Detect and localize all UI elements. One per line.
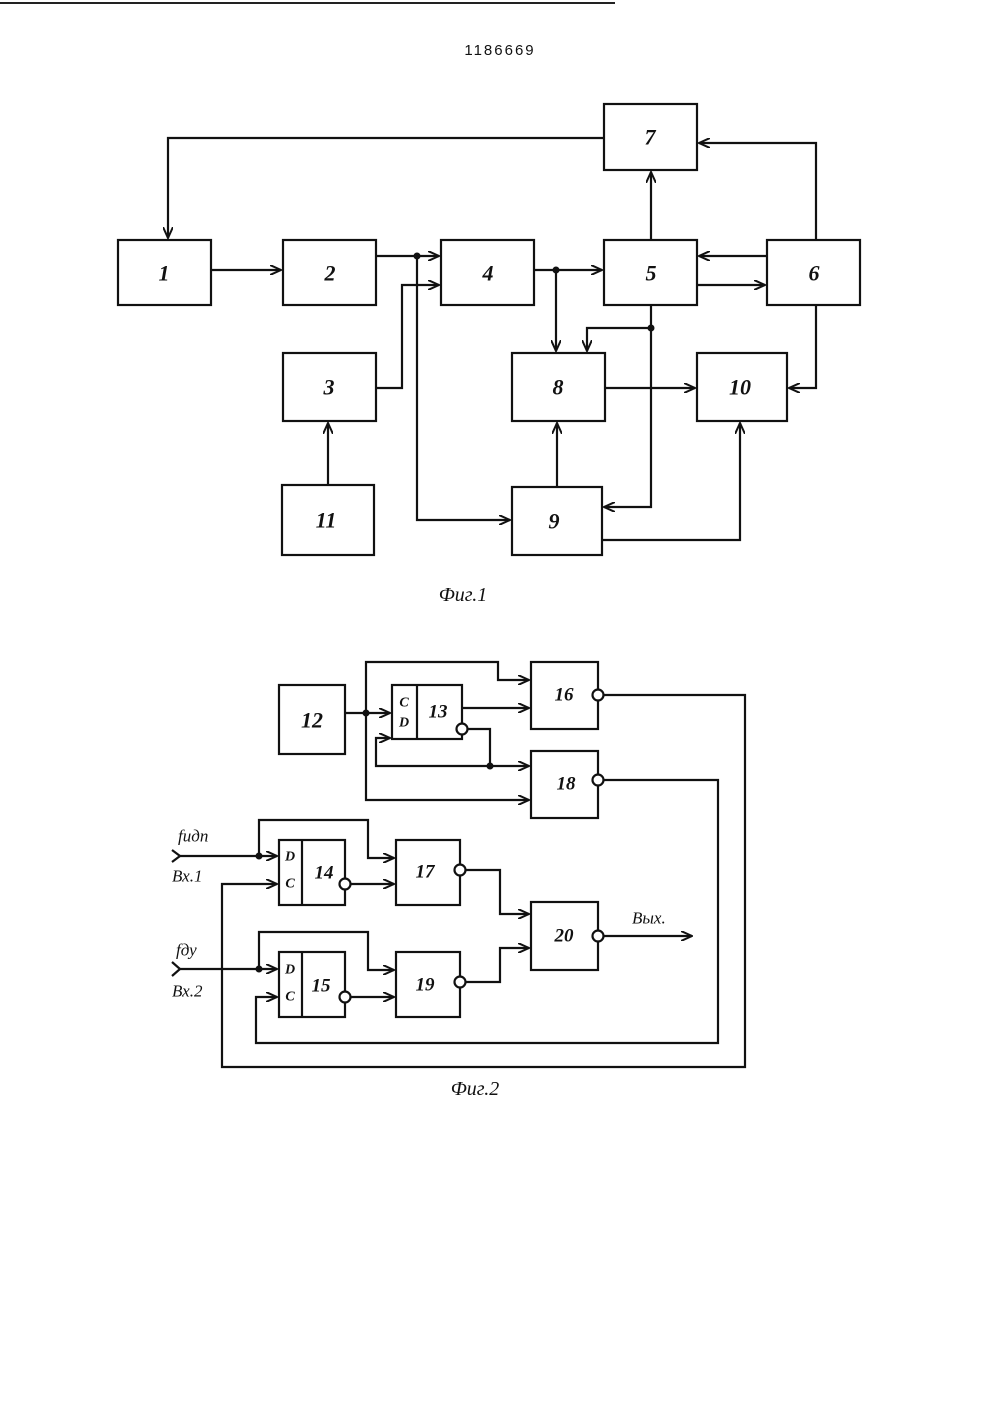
input-1-signal: fидп <box>178 827 208 846</box>
input-1-mark <box>172 850 180 862</box>
block-2: 2 <box>283 240 376 305</box>
svg-text:3: 3 <box>323 375 335 400</box>
block-5: 5 <box>604 240 697 305</box>
svg-text:5: 5 <box>646 261 657 286</box>
svg-text:D: D <box>284 850 295 865</box>
block-16: 16 <box>531 662 604 729</box>
wire-13nq-to-18 <box>467 729 529 766</box>
input-1-label: Вх.1 <box>172 867 202 886</box>
wire-6-to-10 <box>789 305 816 388</box>
block-10: 10 <box>697 353 787 421</box>
wire-5-to-8 <box>587 328 651 351</box>
svg-text:13: 13 <box>429 702 448 723</box>
svg-text:D: D <box>398 716 409 731</box>
block-6: 6 <box>767 240 860 305</box>
wire-6-to-7 <box>699 143 816 240</box>
trigger-14: D C 14 <box>279 840 351 905</box>
svg-text:11: 11 <box>316 508 337 533</box>
block-7: 7 <box>604 104 697 170</box>
junction-dot <box>487 763 494 770</box>
svg-text:C: C <box>285 877 295 892</box>
figure-2: 12 C D 13 16 18 <box>172 662 745 1100</box>
junction-dot <box>553 267 560 274</box>
svg-text:8: 8 <box>553 375 564 400</box>
trigger-13: C D 13 <box>392 685 468 739</box>
svg-text:6: 6 <box>809 261 820 286</box>
svg-text:C: C <box>285 990 295 1005</box>
block-1: 1 <box>118 240 211 305</box>
svg-text:D: D <box>284 963 295 978</box>
block-8: 8 <box>512 353 605 421</box>
input-2-mark <box>172 962 180 976</box>
svg-text:9: 9 <box>549 509 560 534</box>
svg-text:20: 20 <box>554 926 575 947</box>
input-2-label: Вх.2 <box>172 982 203 1001</box>
block-9: 9 <box>512 487 602 555</box>
svg-text:7: 7 <box>645 125 657 150</box>
input-2-signal: fду <box>176 941 197 960</box>
block-17: 17 <box>396 840 466 905</box>
block-12: 12 <box>279 685 345 754</box>
block-11: 11 <box>282 485 374 555</box>
block-4: 4 <box>441 240 534 305</box>
block-3: 3 <box>283 353 376 421</box>
output-label: Вых. <box>632 909 666 928</box>
figure-1-caption: Фиг.1 <box>439 584 488 606</box>
block-20: 20 <box>531 902 604 970</box>
svg-text:16: 16 <box>555 685 575 706</box>
junction-dot <box>648 325 655 332</box>
wire-19-to-20 <box>465 948 529 982</box>
svg-text:19: 19 <box>416 975 436 996</box>
trigger-15: D C 15 <box>279 952 351 1017</box>
svg-text:14: 14 <box>315 863 334 884</box>
figure-1: 1 2 3 4 5 6 7 <box>118 104 860 606</box>
svg-text:10: 10 <box>729 375 751 400</box>
svg-text:4: 4 <box>482 261 494 286</box>
svg-text:2: 2 <box>324 261 336 286</box>
junction-dot <box>414 253 421 260</box>
wire-3-to-4 <box>376 285 439 388</box>
svg-text:12: 12 <box>301 708 323 733</box>
figure-2-caption: Фиг.2 <box>451 1078 500 1100</box>
svg-text:18: 18 <box>557 774 577 795</box>
block-19: 19 <box>396 952 466 1017</box>
svg-text:17: 17 <box>416 862 437 883</box>
block-18: 18 <box>531 751 604 818</box>
wire-17-to-20 <box>465 870 529 914</box>
wire-13-feedback <box>376 738 490 766</box>
svg-text:15: 15 <box>312 976 332 997</box>
wire-5-to-9 <box>604 305 651 507</box>
wire-9-to-10 <box>602 423 740 540</box>
svg-text:1: 1 <box>159 261 170 286</box>
svg-text:C: C <box>399 696 409 711</box>
wire-7-to-1 <box>168 138 604 238</box>
